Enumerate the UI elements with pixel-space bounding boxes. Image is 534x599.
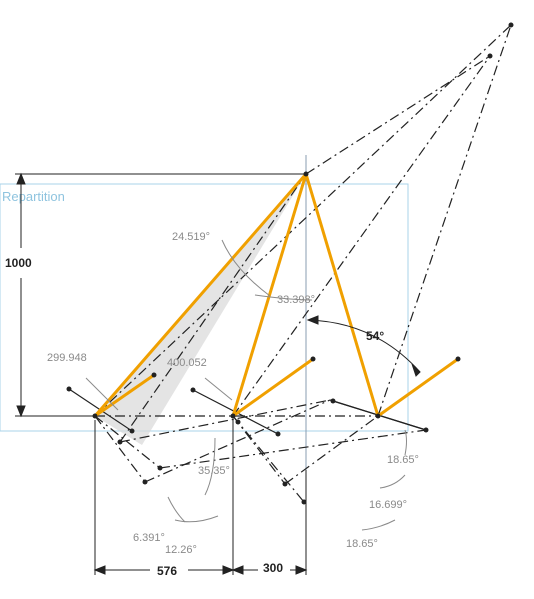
dimension-angle-right-a-label[interactable]: 18.65° bbox=[387, 454, 419, 466]
shaded-region bbox=[95, 174, 306, 445]
dimension-angle-right-c-label[interactable]: 18.65° bbox=[346, 538, 378, 550]
dimension-length-left-label[interactable]: 299.948 bbox=[47, 352, 87, 364]
dimension-angle-top-mid-label[interactable]: 33.398° bbox=[277, 294, 315, 306]
plane-outline[interactable] bbox=[0, 183, 409, 432]
dimension-height[interactable] bbox=[15, 172, 306, 418]
plane-label-repartition[interactable]: Repartition bbox=[2, 189, 65, 204]
construction-lines[interactable] bbox=[94, 24, 512, 503]
dimension-angle-left-low-b-label[interactable]: 12.26° bbox=[165, 544, 197, 556]
dimension-angle-right-label[interactable]: 54° bbox=[366, 329, 384, 343]
dimension-base[interactable] bbox=[93, 420, 308, 575]
dimension-length-mid-label[interactable]: 400.052 bbox=[167, 357, 207, 369]
dimension-angle-54[interactable] bbox=[306, 315, 421, 377]
dimension-height-label[interactable]: 1000 bbox=[5, 256, 32, 270]
dimension-base-width-label[interactable]: 576 bbox=[157, 564, 177, 578]
dimension-angle-top-left-label[interactable]: 24.519° bbox=[172, 231, 210, 243]
gray-dimension-leaders[interactable] bbox=[85, 239, 407, 531]
beam-lines[interactable] bbox=[93, 172, 460, 418]
sketch-points[interactable] bbox=[66, 22, 514, 505]
dimension-angle-right-b-label[interactable]: 16.699° bbox=[369, 499, 407, 511]
dimension-offset-label[interactable]: 300 bbox=[263, 561, 283, 575]
dimension-angle-left-low-a-label[interactable]: 6.391° bbox=[133, 532, 165, 544]
dimension-angle-mid-low-label[interactable]: 35.35° bbox=[198, 465, 230, 477]
